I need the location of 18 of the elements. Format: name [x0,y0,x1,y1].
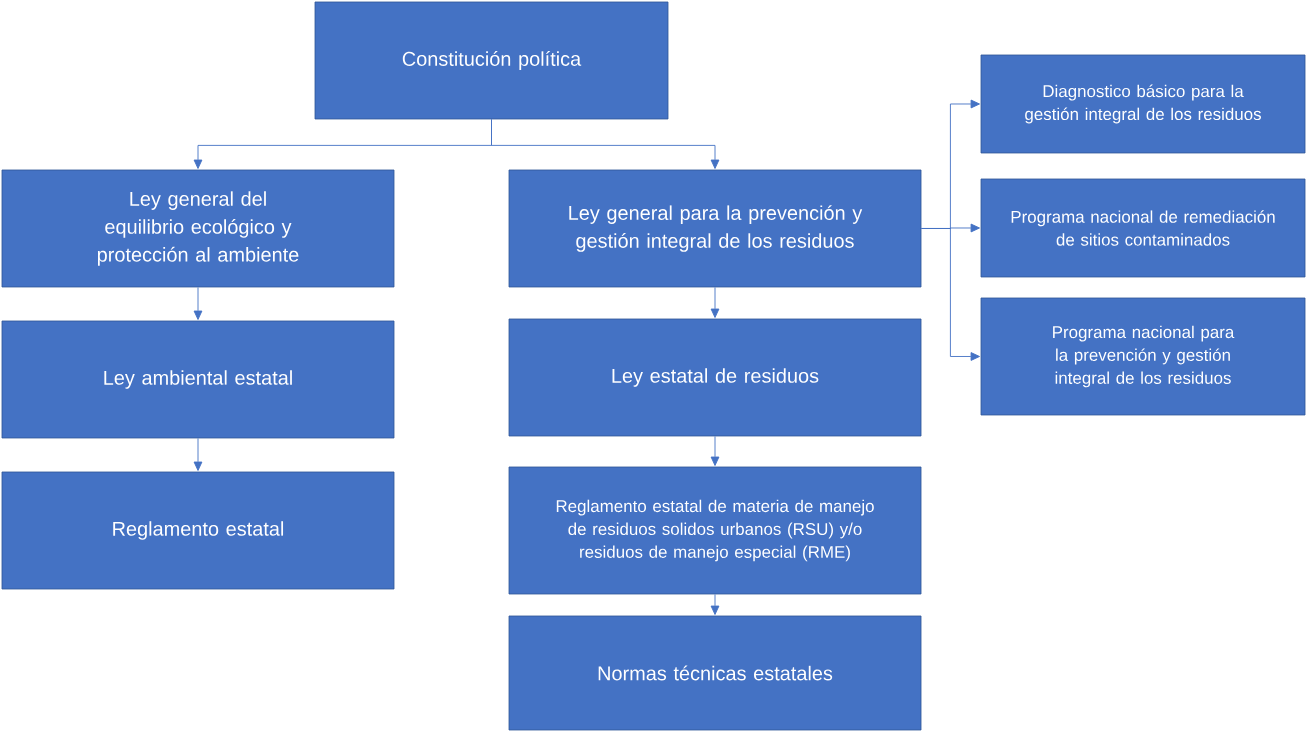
process-box: Diagnostico básico para la gestión integral de los residuos [980,54,1306,154]
process-box: Ley estatal de residuos [508,318,922,437]
process-box: Ley general del equilibrio ecológico y protección al ambiente [1,169,395,288]
process-box: Programa nacional de remediación de sitios contaminados [980,178,1306,278]
arrow [710,593,720,615]
arrow [193,286,203,320]
arrow [920,228,980,361]
arrow [491,118,720,169]
process-box: Reglamento estatal de materia de manejo de residuos solidos urbanos (RSU) y/o residuos de manejo especial (RME) [508,466,922,595]
arrow [710,286,720,318]
process-box: Programa nacional para la prevención y gestión integral de los residuos [980,297,1306,416]
process-box: Normas técnicas estatales [508,615,922,731]
process-box: Reglamento estatal [1,471,395,590]
process-box: Ley general para la prevención y gestión integral de los residuos [508,169,922,288]
process-box: Ley ambiental estatal [1,320,395,439]
arrow [193,437,203,471]
process-box: Constitución política [314,1,669,120]
arrow [710,435,720,466]
